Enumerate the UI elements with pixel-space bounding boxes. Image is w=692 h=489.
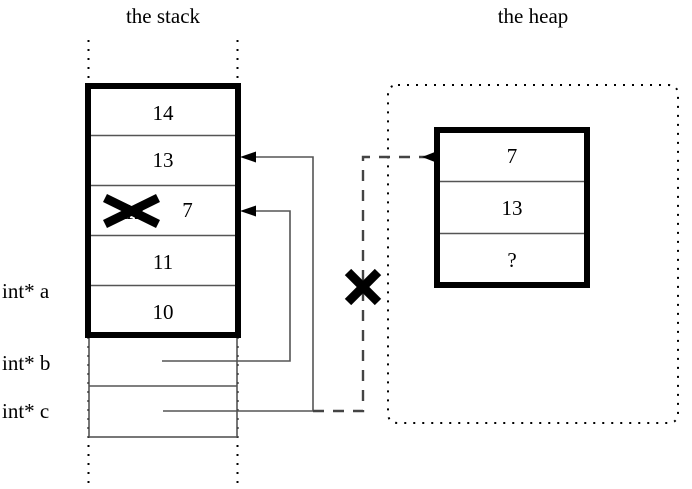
dangling-pointer-arrowhead [422, 150, 440, 164]
stack-label-pointer-a: int* a [2, 279, 50, 303]
stack-cell-value-4: 10 [152, 300, 174, 324]
stack-label-pointer-c: int* c [2, 399, 50, 423]
struck-value-x-icon [103, 193, 160, 229]
stack-cell-value-2-old: 12 [123, 200, 145, 224]
heap-cell-value-2: ? [507, 248, 517, 272]
pointer-b-arrowhead [240, 205, 256, 217]
pointer-b-path [162, 210, 291, 362]
pointer-c-path [163, 156, 314, 412]
heap-cell-value-0: 7 [506, 144, 518, 168]
heap-block-box [434, 127, 590, 288]
stack-cell-value-3: 11 [152, 250, 174, 274]
invalid-pointer-x-icon [344, 268, 382, 306]
stack-frame-box [85, 83, 241, 338]
dangling-pointer-dashed-path [313, 155, 428, 413]
stack-cell-value-0: 14 [152, 101, 174, 125]
heap-cell-value-1: 13 [501, 196, 523, 220]
heap-region-boundary [387, 84, 679, 424]
pointer-c-arrowhead [240, 151, 256, 163]
stack-cell-value-2-new: 7 [182, 198, 193, 222]
stack-label-pointer-b: int* b [2, 351, 51, 375]
stack-cell-value-1: 13 [152, 148, 174, 172]
stack-title: the stack [125, 4, 201, 28]
heap-title: the heap [497, 4, 569, 28]
